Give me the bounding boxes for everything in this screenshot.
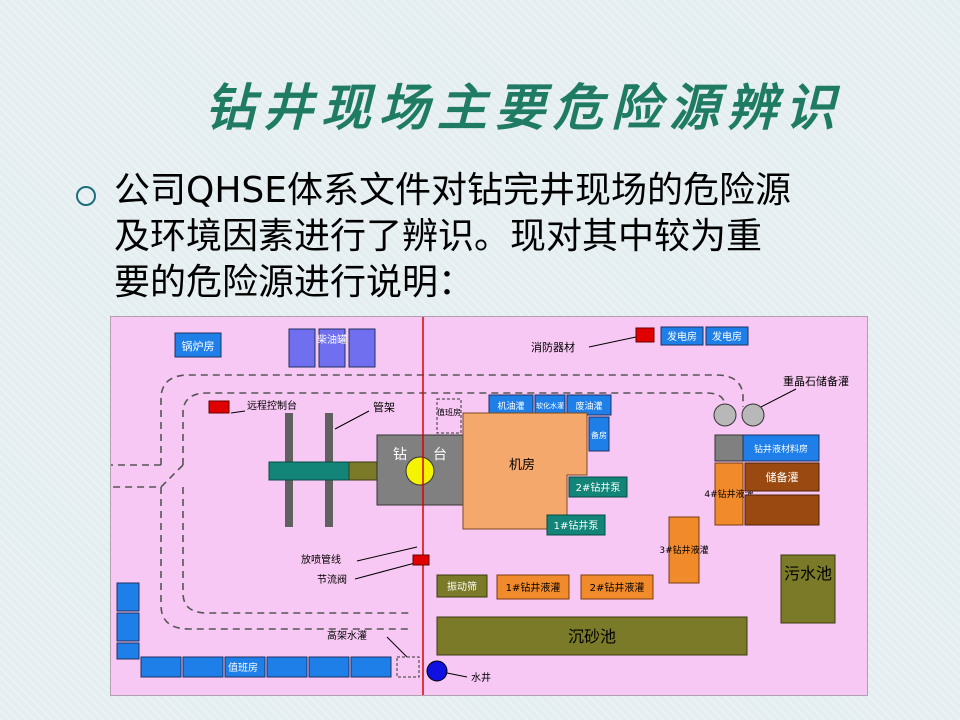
shaker-house xyxy=(436,574,488,598)
site-layout-svg: 锅炉房 柴油罐 消防器材 发电房 发电房 重晶石储备灌 远程控制台 管架 钻 台… xyxy=(111,317,867,695)
diesel-tank-a xyxy=(288,328,316,368)
drilling-fluid-material-room xyxy=(742,434,820,462)
mud-pump-1-label: 1#钻井泵 xyxy=(554,519,599,532)
barite-tank-b xyxy=(741,403,765,427)
power-room-1 xyxy=(660,326,704,346)
barite-tank-leader xyxy=(760,388,797,408)
drilling-fluid-tank-1 xyxy=(496,574,570,600)
bullet-circle-icon xyxy=(76,186,96,206)
choke-manifold-leader xyxy=(354,562,416,580)
pipe-rack-label: 管架 xyxy=(373,400,395,414)
duty-room-block-1 xyxy=(140,656,182,678)
tool-room-label: 值班房 xyxy=(437,407,461,417)
elevated-water-tank-label: 高架水灌 xyxy=(327,629,367,642)
mud-pump-2 xyxy=(568,476,628,498)
waste-oil-tank xyxy=(566,394,612,416)
access-road xyxy=(111,374,744,630)
remote-console-marker xyxy=(208,400,230,414)
engine-room-label: 机房 xyxy=(509,457,535,473)
shaker-house-label: 振动筛 xyxy=(447,580,477,593)
mud-pump-2-label: 2#钻井泵 xyxy=(576,481,621,494)
duty-room-block-6 xyxy=(350,656,392,678)
catwalk xyxy=(268,461,350,481)
soft-water-tank-label: 软化水灌 xyxy=(536,401,564,410)
barite-tank-label: 重晶石储备灌 xyxy=(783,374,849,388)
tool-room xyxy=(436,398,462,434)
body-line: 公司QHSE体系文件对钻完井现场的危险源 xyxy=(114,170,792,211)
engine-oil-tank-label: 机油灌 xyxy=(497,400,524,412)
elevated-water-tank-leader xyxy=(386,636,408,658)
duty-room-block-3 xyxy=(224,656,266,678)
remote-console-leader xyxy=(230,410,246,414)
duty-room-block-4 xyxy=(266,656,308,678)
boiler-room-label: 锅炉房 xyxy=(182,340,215,353)
drilling-fluid-material-room-label: 钻井液材料房 xyxy=(754,443,808,455)
storage-tank-2 xyxy=(744,494,820,526)
drilling-fluid-tank-3 xyxy=(668,516,700,584)
drilling-site-layout-diagram: 锅炉房 柴油罐 消防器材 发电房 发电房 重晶石储备灌 远程控制台 管架 钻 台… xyxy=(110,316,868,696)
duty-room-block-5 xyxy=(308,656,350,678)
grey-block xyxy=(714,434,744,462)
standby-room xyxy=(588,416,610,452)
drilling-fluid-tank-3-label: 3#钻井液灌 xyxy=(659,544,708,556)
left-block-3 xyxy=(116,642,140,660)
storage-tank-label: 储备灌 xyxy=(766,470,799,484)
duty-room-label: 值班房 xyxy=(228,661,258,674)
sewage-pool xyxy=(780,554,836,624)
waste-oil-tank-label: 废油灌 xyxy=(575,400,602,412)
power-room-2-label: 发电房 xyxy=(712,330,742,343)
drilling-fluid-tank-4-label: 4#钻井液灌 xyxy=(704,488,753,500)
diesel-tank-c xyxy=(348,328,376,368)
engine-room xyxy=(462,412,588,530)
fire-equipment-marker xyxy=(635,327,655,343)
choke-manifold-marker xyxy=(412,554,430,566)
drilling-fluid-tank-2-label: 2#钻井液灌 xyxy=(590,581,645,594)
barite-tank-a xyxy=(713,403,737,427)
sewage-pool-label: 污水池 xyxy=(784,564,832,583)
left-block-2 xyxy=(116,612,140,642)
power-room-2 xyxy=(705,326,749,346)
drilling-fluid-tank-1-label: 1#钻井液灌 xyxy=(506,581,561,594)
fire-equipment-leader xyxy=(588,336,637,348)
left-block-1 xyxy=(116,582,140,612)
v-door-ramp xyxy=(348,461,378,481)
water-well-label: 水井 xyxy=(471,671,491,684)
water-well xyxy=(426,660,448,682)
diesel-tank-label: 柴油罐 xyxy=(317,333,347,346)
choke-manifold-label: 节流阀 xyxy=(317,573,347,586)
elevated-water-tank xyxy=(396,656,420,678)
standby-room-label: 备房 xyxy=(591,430,607,440)
body-line: 要的危险源进行说明： xyxy=(114,262,475,303)
pipe-rack-leader xyxy=(334,410,370,430)
rig-floor-label-left: 钻 xyxy=(393,447,407,463)
blowout-line-label: 放喷管线 xyxy=(301,553,341,566)
fire-equipment-label: 消防器材 xyxy=(531,340,575,354)
storage-tank xyxy=(744,462,820,492)
diesel-tank-b xyxy=(318,328,346,368)
blowout-line-leader xyxy=(356,546,418,562)
rig-floor-label-right: 台 xyxy=(433,447,447,463)
boiler-room xyxy=(174,332,222,358)
duty-room-block-2 xyxy=(182,656,224,678)
drilling-fluid-tank-2 xyxy=(580,574,654,600)
mud-pump-1 xyxy=(546,514,606,536)
water-well-leader xyxy=(446,672,468,678)
sand-settling-pool-label: 沉砂池 xyxy=(568,627,616,646)
sand-settling-pool xyxy=(436,616,748,656)
body-line: 及环境因素进行了辨识。现对其中较为重 xyxy=(114,216,763,257)
body-paragraph: 公司QHSE体系文件对钻完井现场的危险源 及环境因素进行了辨识。现对其中较为重 … xyxy=(114,168,894,306)
remote-console-label: 远程控制台 xyxy=(247,399,297,412)
wellhead-rotary-table xyxy=(405,456,435,486)
power-room-1-label: 发电房 xyxy=(667,330,697,343)
drilling-fluid-tank-4 xyxy=(714,462,744,526)
slide-title: 钻井现场主要危险源辨识 xyxy=(205,78,843,137)
